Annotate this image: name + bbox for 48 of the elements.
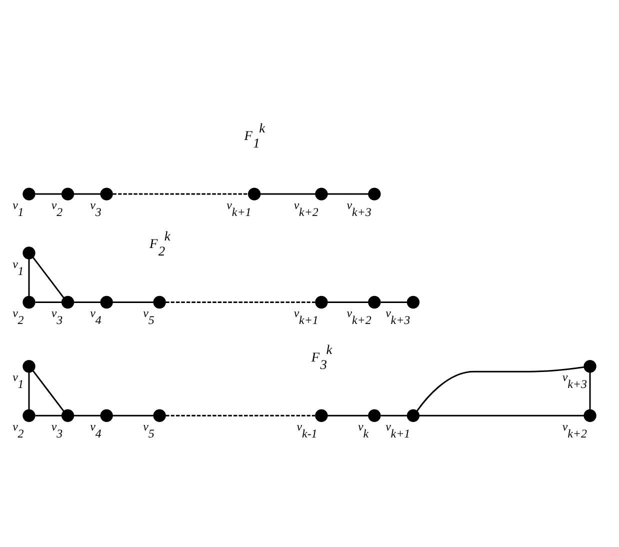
connector — [112, 301, 154, 303]
node-circle — [22, 360, 36, 373]
node-circle — [100, 188, 113, 200]
node-circle — [315, 188, 328, 200]
node-circle — [153, 409, 166, 422]
connector — [328, 301, 368, 303]
connector — [32, 370, 64, 412]
node-circle — [368, 409, 381, 422]
connector — [74, 301, 101, 303]
node-circle — [406, 296, 420, 309]
connector — [380, 301, 408, 303]
connector — [35, 414, 62, 416]
connector — [112, 193, 248, 195]
connector — [28, 259, 30, 296]
node-circle — [315, 296, 328, 309]
node-circle — [22, 296, 36, 309]
node-circle — [368, 296, 381, 309]
node-circle — [61, 188, 74, 200]
connector — [328, 414, 368, 416]
connector — [74, 193, 101, 195]
node-circle — [22, 409, 36, 422]
connector — [112, 414, 154, 416]
node-circle — [368, 188, 381, 200]
connector — [419, 414, 584, 416]
node-circle — [153, 296, 166, 309]
connector — [260, 193, 316, 195]
node-circle — [584, 360, 596, 373]
connector — [35, 193, 62, 195]
connector — [380, 414, 408, 416]
connector — [166, 301, 316, 303]
node-circle — [315, 409, 328, 422]
node-circle — [100, 409, 113, 422]
node-circle — [584, 409, 596, 422]
node-circle — [22, 188, 36, 200]
node-circle — [22, 246, 36, 260]
connector — [166, 414, 316, 416]
connector — [328, 193, 368, 195]
connector — [35, 301, 62, 303]
connector — [74, 414, 101, 416]
connector — [416, 366, 584, 412]
node-circle — [61, 409, 74, 422]
node-circle — [61, 296, 74, 309]
connector — [32, 257, 64, 298]
node-circle — [100, 296, 113, 309]
node-circle — [406, 409, 420, 422]
connector — [28, 372, 30, 410]
connector — [589, 372, 591, 410]
node-circle — [248, 188, 261, 200]
